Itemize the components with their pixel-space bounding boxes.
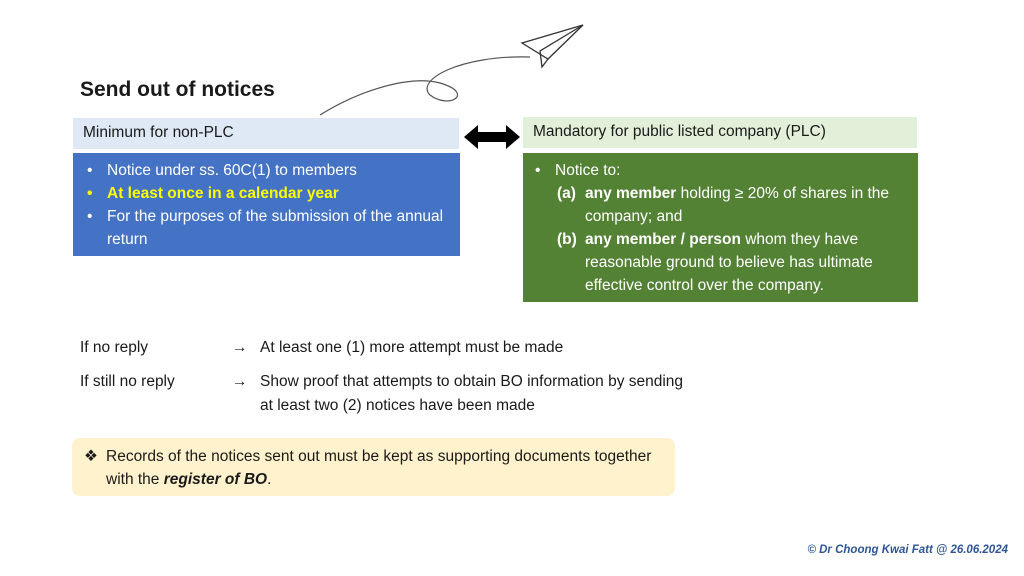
- bullet-text: For the purposes of the submission of th…: [107, 208, 444, 248]
- sub-bold: any member / person: [585, 231, 741, 248]
- records-note: ❖ Records of the notices sent out must b…: [72, 438, 675, 496]
- sub-text: whom they have reasonable ground to beli…: [585, 231, 873, 294]
- bullet-text: Notice to:: [555, 162, 621, 179]
- diamond-bullet-icon: ❖: [84, 448, 98, 465]
- copyright-footer: © Dr Choong Kwai Fatt @ 26.06.2024: [807, 544, 1008, 556]
- bullet-text: Notice under ss. 60C(1) to members: [107, 162, 357, 179]
- sub-item-a: (a) any member holding ≥ 20% of shares in…: [533, 182, 908, 228]
- no-reply-row: If no reply → At least one (1) more atte…: [80, 336, 700, 360]
- bullet-item: •For the purposes of the submission of t…: [87, 208, 444, 248]
- sub-text: holding ≥ 20% of shares in the company; …: [585, 185, 890, 225]
- paper-plane-icon: [520, 24, 584, 69]
- condition-label: If still no reply: [80, 373, 175, 390]
- sub-item-b: (b) any member / person whom they have re…: [533, 228, 908, 297]
- non-plc-header: Minimum for non-PLC: [73, 118, 459, 149]
- still-no-reply-row: If still no reply → Show proof that atte…: [80, 370, 700, 418]
- plc-header: Mandatory for public listed company (PLC…: [523, 117, 917, 148]
- right-arrow-icon: →: [232, 373, 248, 390]
- sub-bold: any member: [585, 185, 677, 202]
- action-text: Show proof that attempts to obtain BO in…: [260, 373, 684, 414]
- bullet-item: •Notice under ss. 60C(1) to members: [87, 162, 357, 179]
- paper-plane-illustration: [319, 24, 584, 116]
- right-arrow-icon: →: [232, 339, 248, 356]
- note-emphasis: register of BO: [163, 471, 268, 488]
- bullet-item-highlight: •At least once in a calendar year: [87, 185, 339, 202]
- slide-title: Send out of notices: [80, 78, 275, 101]
- sub-label: (a): [557, 185, 576, 202]
- bullet-item: •Notice to:: [535, 162, 621, 179]
- non-plc-box: •Notice under ss. 60C(1) to members •At …: [73, 153, 460, 256]
- plc-box: •Notice to: (a) any member holding ≥ 20% …: [523, 153, 918, 302]
- note-end: .: [267, 471, 272, 488]
- flight-path-curve: [319, 56, 531, 116]
- double-arrow-icon: [464, 125, 520, 149]
- action-text: At least one (1) more attempt must be ma…: [260, 339, 564, 356]
- note-text: Records of the notices sent out must be …: [106, 448, 652, 488]
- condition-label: If no reply: [80, 339, 149, 356]
- sub-label: (b): [557, 231, 577, 248]
- bullet-text: At least once in a calendar year: [107, 185, 339, 202]
